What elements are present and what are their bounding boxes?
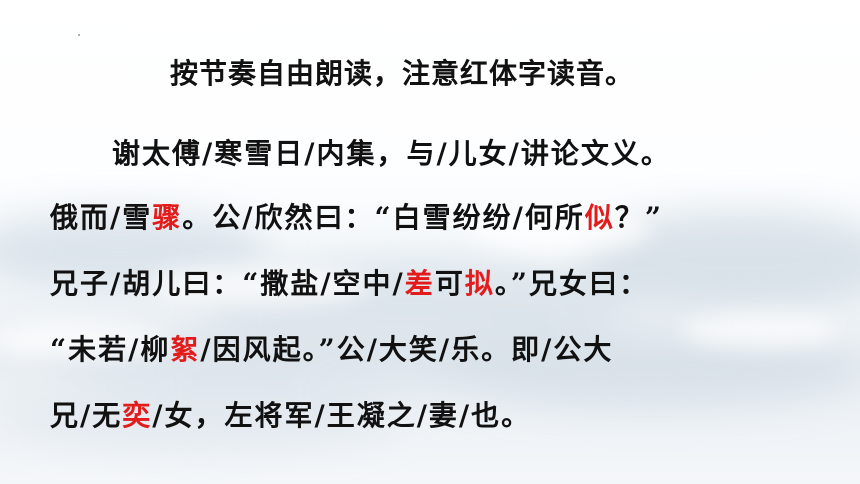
passage-line-1: 谢太傅/寒雪日/内集，与/儿女/讲论文义。 (112, 132, 671, 172)
passage-line-4: “未若/柳絮/因风起。”公/大笑/乐。即/公大 (50, 328, 613, 368)
highlighted-character: 奕 (122, 399, 153, 432)
passage-text: 兄子/胡儿曰：“撒盐/空中/ (50, 267, 405, 300)
highlighted-character: 差 (404, 267, 435, 300)
passage-text: ？” (614, 201, 663, 234)
passage-text: 。”兄女曰： (494, 267, 649, 300)
passage-line-3: 兄子/胡儿曰：“撒盐/空中/差可拟。”兄女曰： (50, 262, 649, 302)
instruction-heading: 按节奏自由朗读，注意红体字读音。 (170, 57, 635, 90)
passage-text: /因风起。”公/大笑/乐。即/公大 (200, 333, 614, 366)
highlighted-character: 拟 (464, 267, 495, 300)
passage-text: 兄/无 (50, 399, 123, 432)
highlighted-character: 絮 (170, 333, 201, 366)
passage-line-2: 俄而/雪骤。公/欣然曰：“白雪纷纷/何所似？” (50, 196, 663, 236)
highlighted-character: 似 (584, 201, 615, 234)
passage-text: 谢太傅/寒雪日/内集，与/儿女/讲论文义。 (112, 137, 671, 170)
decorative-dot (78, 34, 80, 36)
passage-text: “未若/柳 (50, 333, 171, 366)
passage-text: /女，左将军/王凝之/妻/也。 (152, 399, 532, 432)
passage-text: 俄而/雪 (50, 201, 153, 234)
passage-line-5: 兄/无奕/女，左将军/王凝之/妻/也。 (50, 394, 531, 434)
passage-text: 。公/欣然曰：“白雪纷纷/何所 (182, 201, 585, 234)
highlighted-character: 骤 (152, 201, 183, 234)
passage-text: 可 (434, 267, 465, 300)
